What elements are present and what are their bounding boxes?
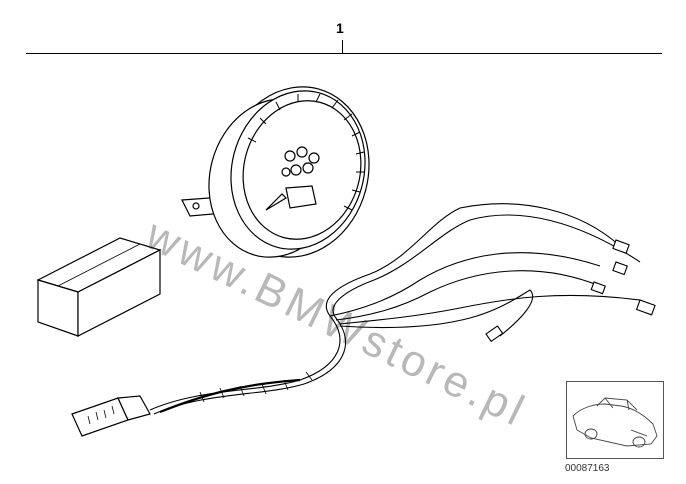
car-thumbnail (566, 381, 664, 459)
car-thumbnail-icon (572, 397, 658, 448)
header-divider (26, 53, 662, 54)
gauge-icon (181, 86, 370, 258)
wiring-harness-icon (149, 203, 656, 415)
callout-number: 1 (336, 20, 344, 36)
package-box-icon (36, 237, 162, 337)
connector-plug-icon (71, 395, 151, 437)
diagram-number: 00087163 (565, 463, 610, 474)
callout-tick (342, 40, 343, 53)
